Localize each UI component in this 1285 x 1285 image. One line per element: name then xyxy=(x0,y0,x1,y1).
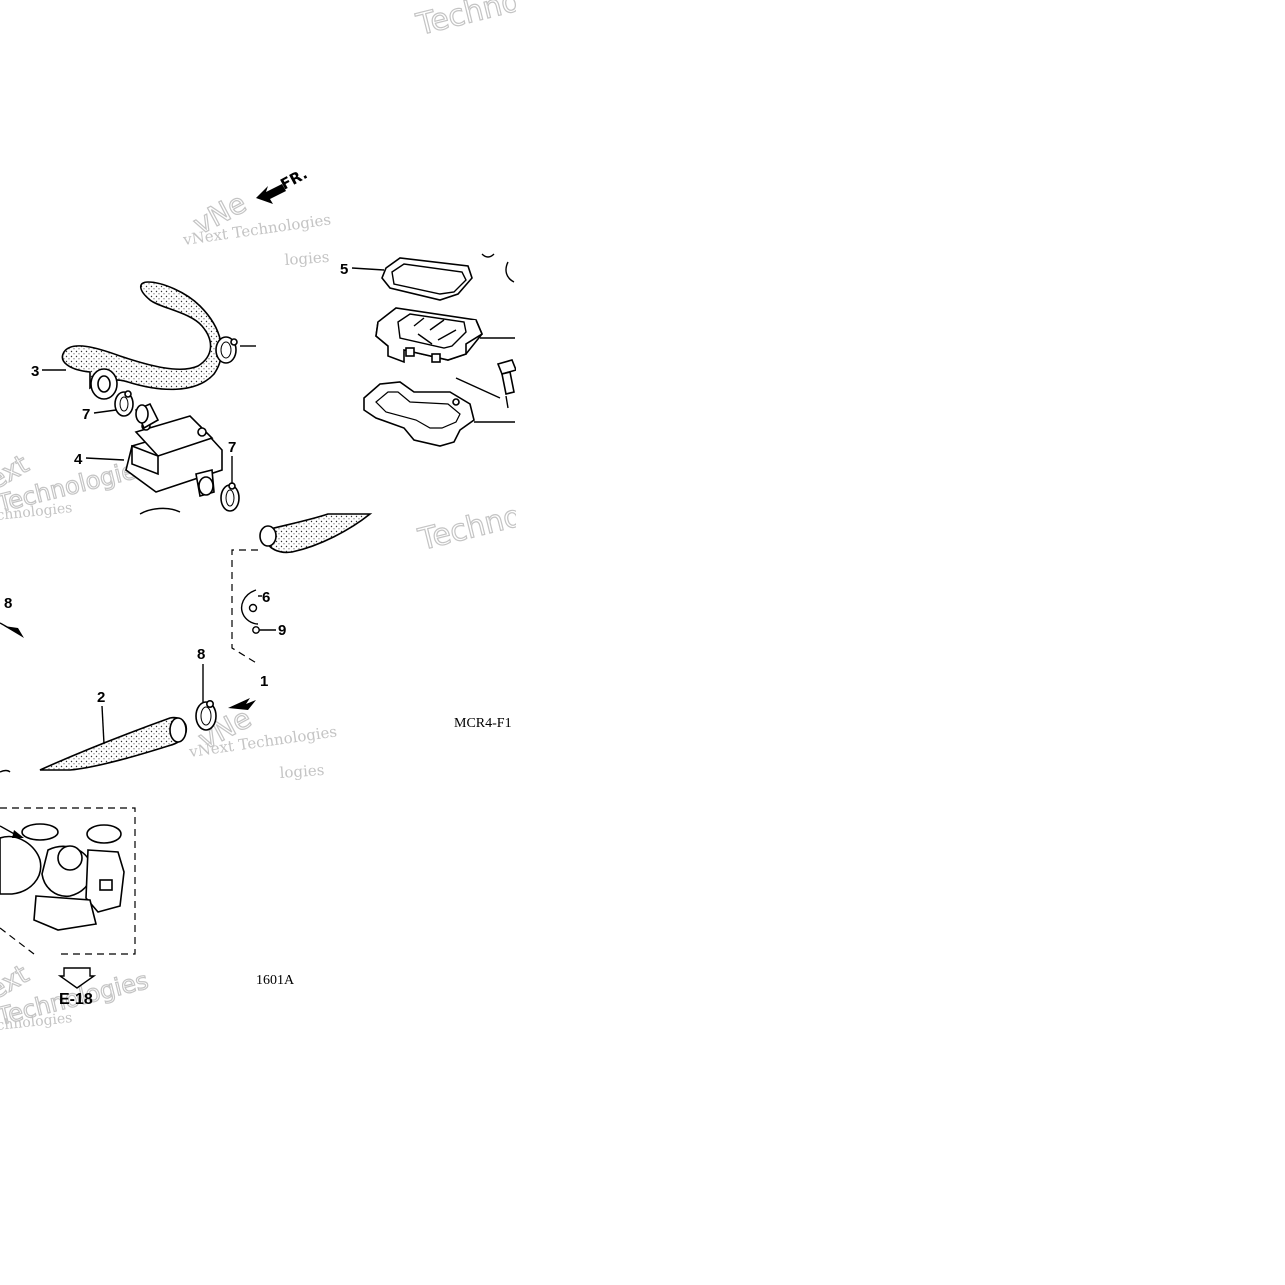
hose-2-edge xyxy=(0,769,11,773)
diagram-code-primary: MCR4-F1 xyxy=(454,716,512,731)
detail-box-right-border xyxy=(231,549,259,665)
hose-stub-lower-left xyxy=(139,507,181,515)
hose-2-body xyxy=(39,716,188,771)
cover-edge-partial xyxy=(505,261,515,283)
label-2: 2 xyxy=(97,689,105,706)
leader-4 xyxy=(85,457,125,461)
reed-housing-inner xyxy=(397,313,467,349)
throttle-base xyxy=(33,895,97,931)
gasket-hole xyxy=(452,398,460,406)
hose-3-body xyxy=(61,281,223,391)
leader-2 xyxy=(101,705,105,745)
bolt-shank xyxy=(501,371,515,395)
hose-2 xyxy=(0,716,188,773)
crop-mask-bottom xyxy=(0,1040,516,1285)
crop-mask-right xyxy=(516,0,1285,1285)
reed-housing-petals xyxy=(413,317,457,345)
clip-6-hole xyxy=(248,603,258,613)
hose-3 xyxy=(61,281,223,400)
front-direction-indicator: FR. xyxy=(256,165,310,204)
throttle-detail-border xyxy=(0,807,136,955)
hose-1-body xyxy=(265,513,373,554)
reference-arrow-icon xyxy=(57,967,97,989)
detail-box-right xyxy=(231,549,276,665)
valve-4-side xyxy=(131,444,159,476)
throttle-linkage xyxy=(99,879,113,891)
watermark-tech-mid: Techno xyxy=(414,499,525,558)
throttle-center-dome xyxy=(57,845,83,871)
valve-4-bolt xyxy=(197,427,207,437)
throttle-pointer-icon xyxy=(12,830,24,838)
part-labels: 1 2 3 4 5 6 7 7 8 8 9 xyxy=(4,261,348,706)
throttle-body-left xyxy=(0,835,42,895)
throttle-cap-right xyxy=(86,824,122,844)
washer-9 xyxy=(252,626,260,634)
throttle-body-detail xyxy=(0,807,136,955)
reference-page-label: E-18 xyxy=(59,991,93,1008)
clamp-8-inner xyxy=(200,706,212,726)
label-8b: 8 xyxy=(197,646,205,663)
gasket xyxy=(363,377,515,447)
watermark-tech-top: Techno xyxy=(412,0,523,43)
cover-edge-top xyxy=(481,253,495,258)
watermark-logies-lower: logies xyxy=(279,761,325,782)
leader-5 xyxy=(351,267,385,271)
gasket-inner xyxy=(375,391,461,429)
reed-housing-tab-1 xyxy=(405,347,415,357)
clamp-7-upper-inner xyxy=(119,396,129,412)
watermark-logies-upper: logies xyxy=(284,248,330,269)
hose-1-end xyxy=(259,525,277,547)
label-9: 9 xyxy=(278,622,286,639)
hose-3-opening xyxy=(97,375,111,393)
leader-7-upper xyxy=(93,409,117,414)
valve-4-top xyxy=(134,415,214,457)
cover-5-rim xyxy=(391,263,467,295)
mounting-bolt xyxy=(496,359,518,409)
reed-valve-housing xyxy=(375,307,515,364)
clamp-upper-tab xyxy=(230,338,238,346)
pointer-arrow-icon xyxy=(228,698,256,710)
clamp-7-upper-tab xyxy=(124,390,132,398)
gasket-bolt-leader xyxy=(455,377,501,399)
hose-2-end xyxy=(169,717,187,743)
cover-5 xyxy=(381,253,515,301)
valve-4-outlet-end xyxy=(198,476,214,496)
valve-4 xyxy=(125,402,223,498)
valve-4-inlet-end xyxy=(135,404,149,424)
clamp-7-upper xyxy=(114,390,134,417)
clamp-8-tab xyxy=(206,699,215,708)
clip-6-outline xyxy=(240,589,259,625)
label-4: 4 xyxy=(74,451,83,468)
clamp-8-lower xyxy=(195,664,217,731)
clamp-7-lower-inner xyxy=(225,489,235,507)
label-8a: 8 xyxy=(4,595,12,612)
left-pointer-line xyxy=(0,622,17,633)
clamp-upper-inner xyxy=(220,341,232,359)
label-5: 5 xyxy=(340,261,348,278)
bolt-head xyxy=(496,359,518,375)
left-pointer-arrow-icon xyxy=(4,626,24,638)
front-arrow-icon xyxy=(256,184,286,204)
bolt-leader xyxy=(505,395,509,409)
throttle-detail-border-left xyxy=(0,927,35,955)
label-3: 3 xyxy=(31,363,39,380)
clamp-7-lower xyxy=(220,482,240,512)
cover-5-plate xyxy=(381,257,473,301)
throttle-cap-left xyxy=(21,823,59,841)
hose-1 xyxy=(259,513,373,554)
label-1: 1 xyxy=(260,673,268,690)
diagram-code-secondary: 1601A xyxy=(256,973,295,988)
label-7b: 7 xyxy=(228,439,236,456)
reed-housing-tab-2 xyxy=(431,353,441,363)
label-7a: 7 xyxy=(82,406,90,423)
hose-clamp-upper xyxy=(215,336,256,364)
label-6: 6 xyxy=(262,589,270,606)
